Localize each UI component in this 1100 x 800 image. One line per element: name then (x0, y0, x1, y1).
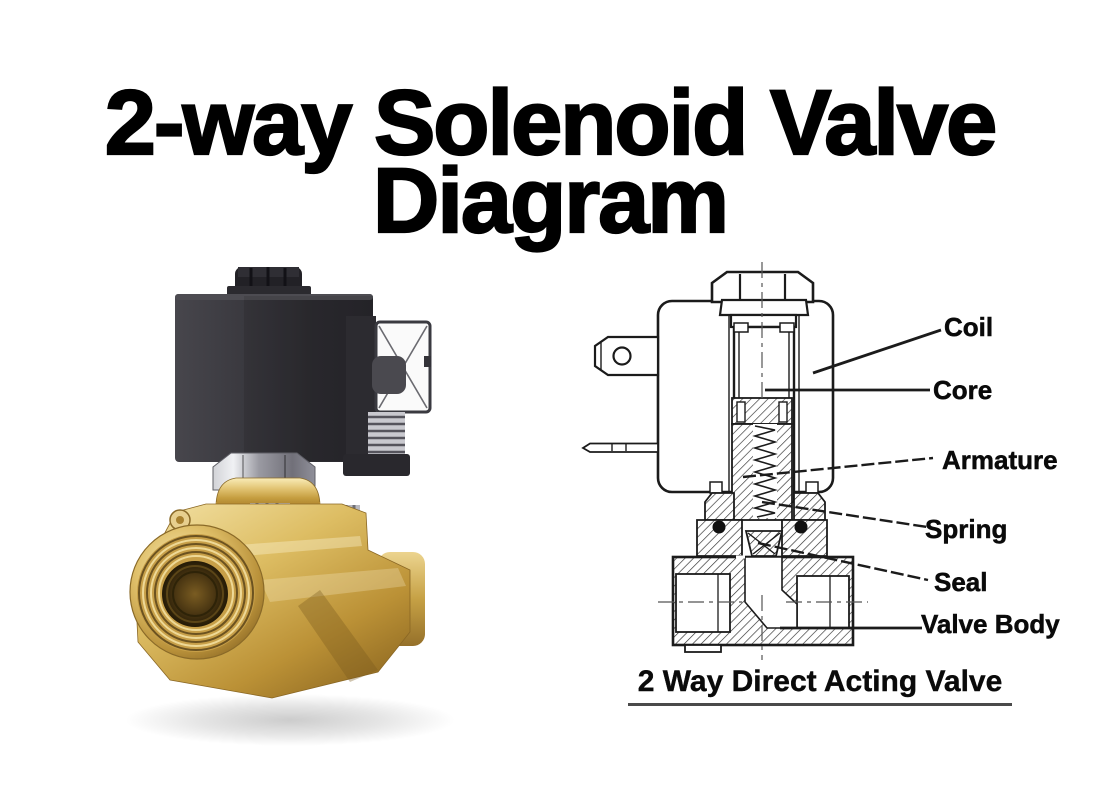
diagram-spade-terminal (593, 335, 660, 377)
photo-threaded-port (129, 524, 265, 660)
diagram-caption-text: 2 Way Direct Acting Valve (627, 665, 1013, 706)
diagram-leader-lines (742, 328, 942, 630)
photo-valve-body (129, 503, 425, 699)
label-coil: Coil (944, 312, 994, 343)
label-spring: Spring (925, 514, 1008, 545)
leader-spring (761, 500, 928, 529)
diagram-valve-body (671, 555, 855, 653)
diagram-caption: 2 Way Direct Acting Valve (570, 665, 1070, 706)
title-line-2: Diagram (372, 149, 730, 252)
title-line-1: 2-way Solenoid Valve (104, 71, 999, 174)
label-core: Core (933, 375, 993, 406)
photo-ground-shadow (125, 694, 455, 746)
leader-seal (757, 541, 929, 582)
photo-din-connector (343, 320, 432, 476)
diagram-armature (731, 397, 793, 521)
leader-coil (812, 328, 942, 375)
leader-armature (742, 456, 934, 479)
photo-cable-gland-threads (368, 412, 405, 456)
photo-coil-housing (175, 267, 376, 464)
label-seal: Seal (934, 567, 988, 598)
label-armature: Armature (942, 445, 1058, 476)
diagram-bonnet (696, 481, 828, 557)
brass-solenoid-valve-photo (125, 267, 455, 746)
solenoid-valve-cross-section-diagram (581, 262, 942, 660)
diagram-terminal-tab (581, 442, 659, 453)
label-valve-body: Valve Body (921, 609, 1060, 640)
diagram-centerlines (658, 262, 868, 660)
